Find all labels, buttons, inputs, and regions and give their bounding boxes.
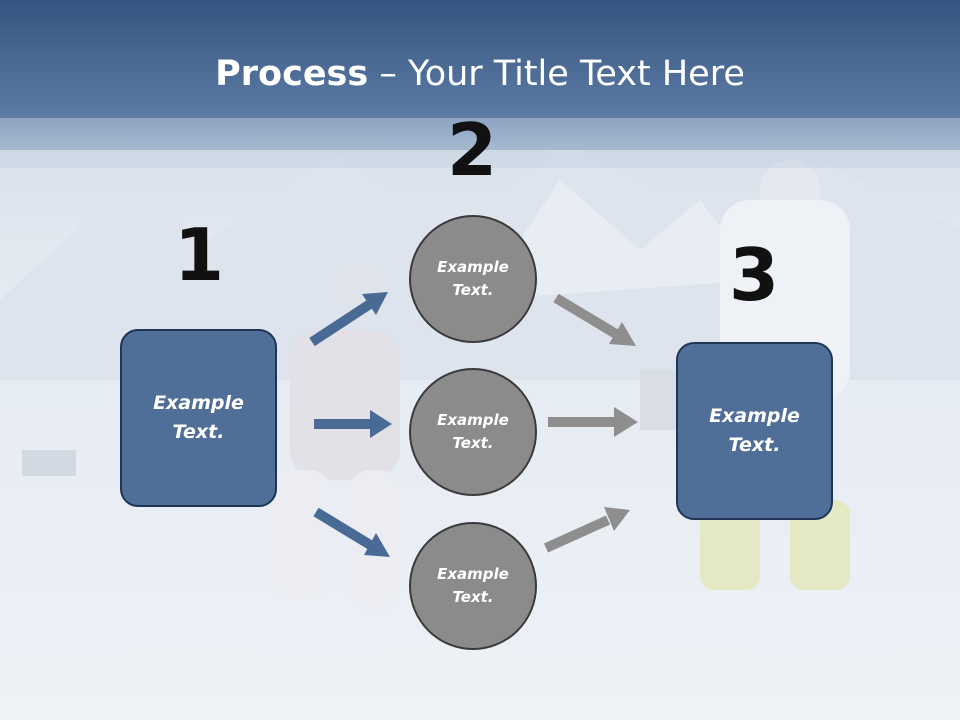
- step-2-node-middle: Example Text.: [409, 368, 537, 496]
- step-1-number: 1: [173, 213, 225, 297]
- node-top-line1: Example: [437, 258, 509, 276]
- step-2-node-top: Example Text.: [409, 215, 537, 343]
- arrow-1-to-node-bottom: [313, 507, 390, 557]
- arrow-1-to-node-top: [309, 292, 388, 347]
- step-2-number: 2: [446, 108, 498, 192]
- step-2-node-bottom: Example Text.: [409, 522, 537, 650]
- step-3-line1: Example: [709, 405, 800, 427]
- node-top-line2: Text.: [452, 281, 494, 299]
- arrow-node-middle-to-3: [548, 407, 638, 437]
- step-1-line1: Example: [153, 392, 244, 414]
- arrow-node-bottom-to-3: [543, 507, 630, 553]
- step-1-box: Example Text.: [120, 329, 277, 507]
- title-bold: Process: [215, 54, 369, 94]
- node-middle-line1: Example: [437, 411, 509, 429]
- arrow-1-to-node-middle: [314, 410, 392, 438]
- step-3-box: Example Text.: [676, 342, 833, 520]
- arrow-node-top-to-3: [553, 293, 636, 346]
- step-1-line2: Text.: [172, 421, 225, 443]
- page-title: Process – Your Title Text Here: [0, 52, 960, 96]
- node-middle-line2: Text.: [452, 434, 494, 452]
- title-rest: – Your Title Text Here: [368, 54, 745, 94]
- step-3-number: 3: [728, 233, 780, 317]
- node-bottom-line1: Example: [437, 565, 509, 583]
- node-bottom-line2: Text.: [452, 588, 494, 606]
- step-3-line2: Text.: [728, 434, 781, 456]
